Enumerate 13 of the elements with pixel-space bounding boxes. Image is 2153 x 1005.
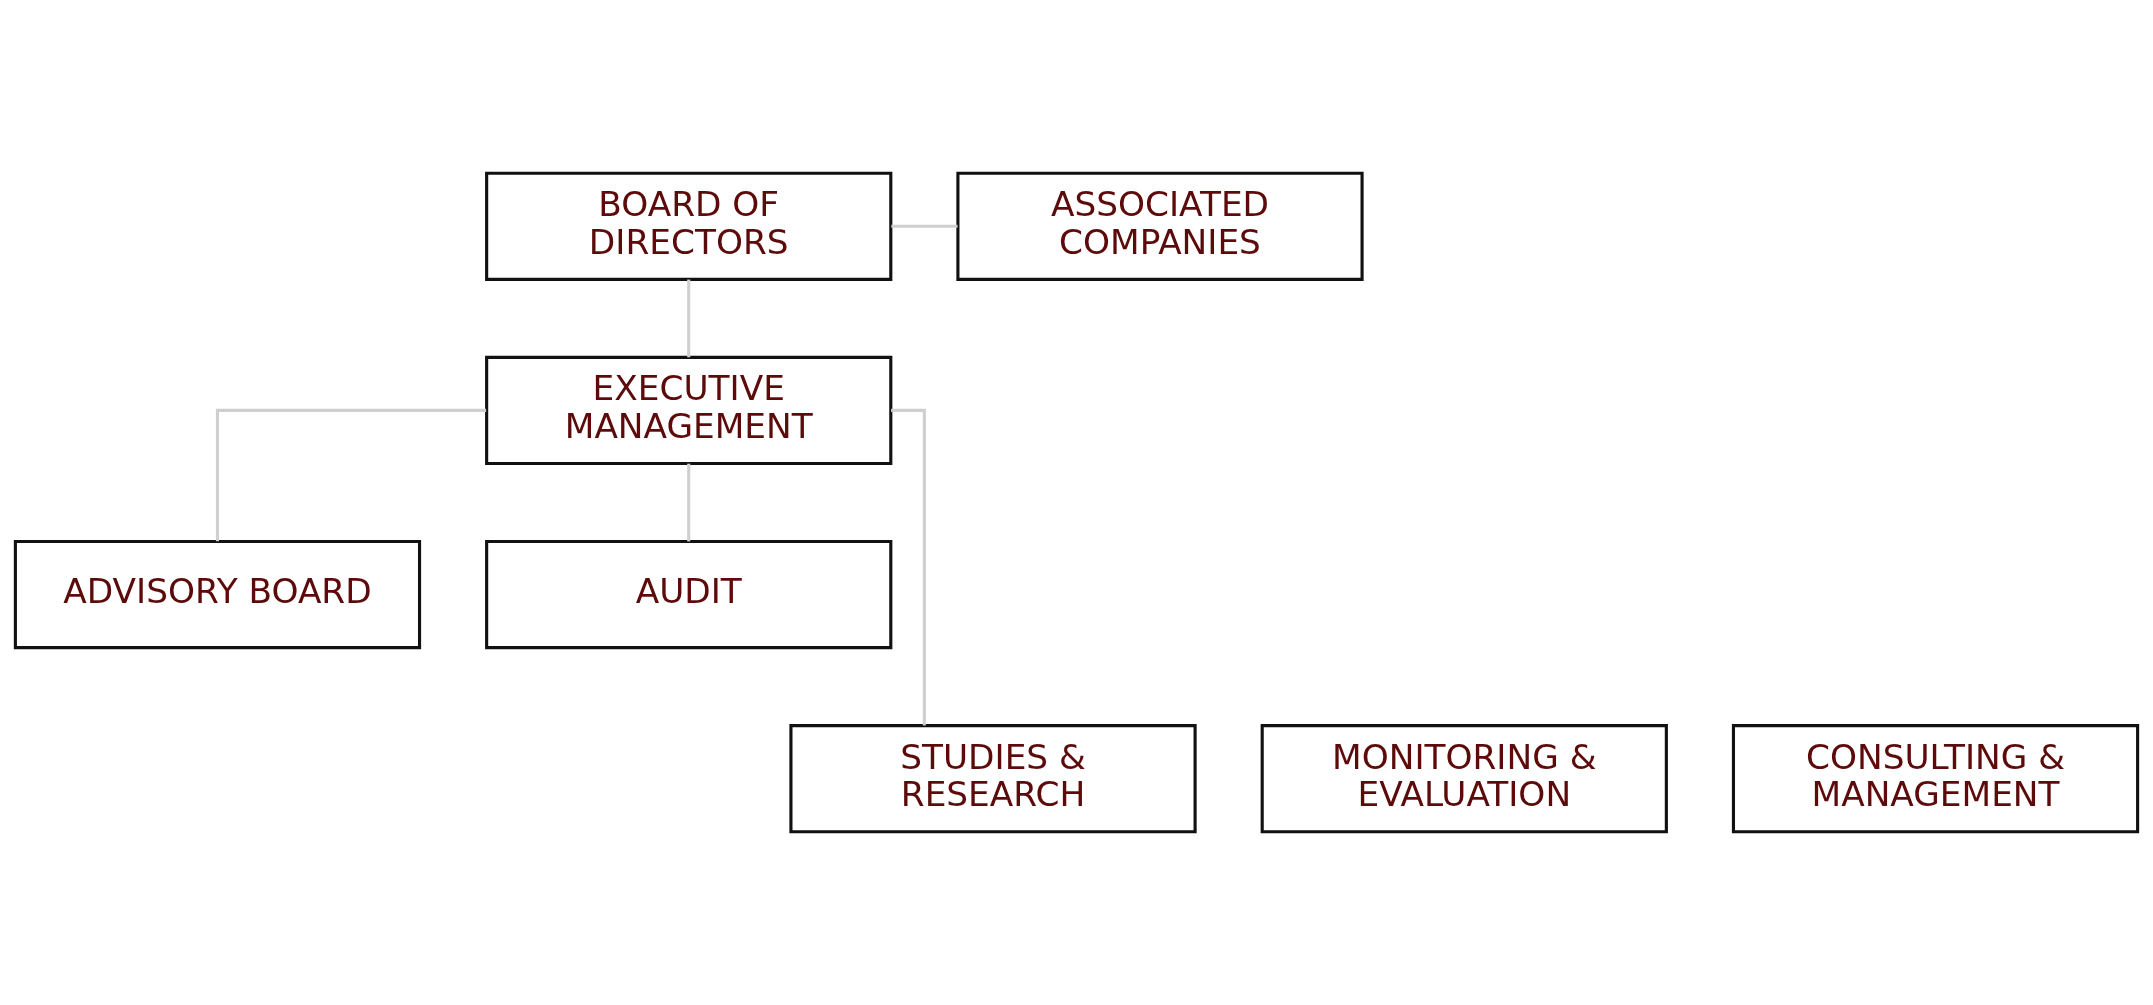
connector — [891, 224, 958, 228]
node-box: EXECUTIVE MANAGEMENT — [485, 355, 893, 466]
node-box: ADVISORY BOARD — [13, 539, 422, 650]
connector — [215, 408, 487, 542]
connector — [687, 463, 691, 542]
node-box: AUDIT — [485, 539, 893, 650]
node-box: ASSOCIATED COMPANIES — [956, 171, 1364, 281]
node-box: STUDIES & RESEARCH — [789, 724, 1197, 834]
node-box: BOARD OF DIRECTORS — [485, 171, 893, 281]
connector — [687, 279, 691, 358]
connector — [891, 408, 926, 726]
node-box: CONSULTING & MANAGEMENT — [1731, 724, 2140, 834]
node-box: MONITORING & EVALUATION — [1260, 724, 1668, 834]
